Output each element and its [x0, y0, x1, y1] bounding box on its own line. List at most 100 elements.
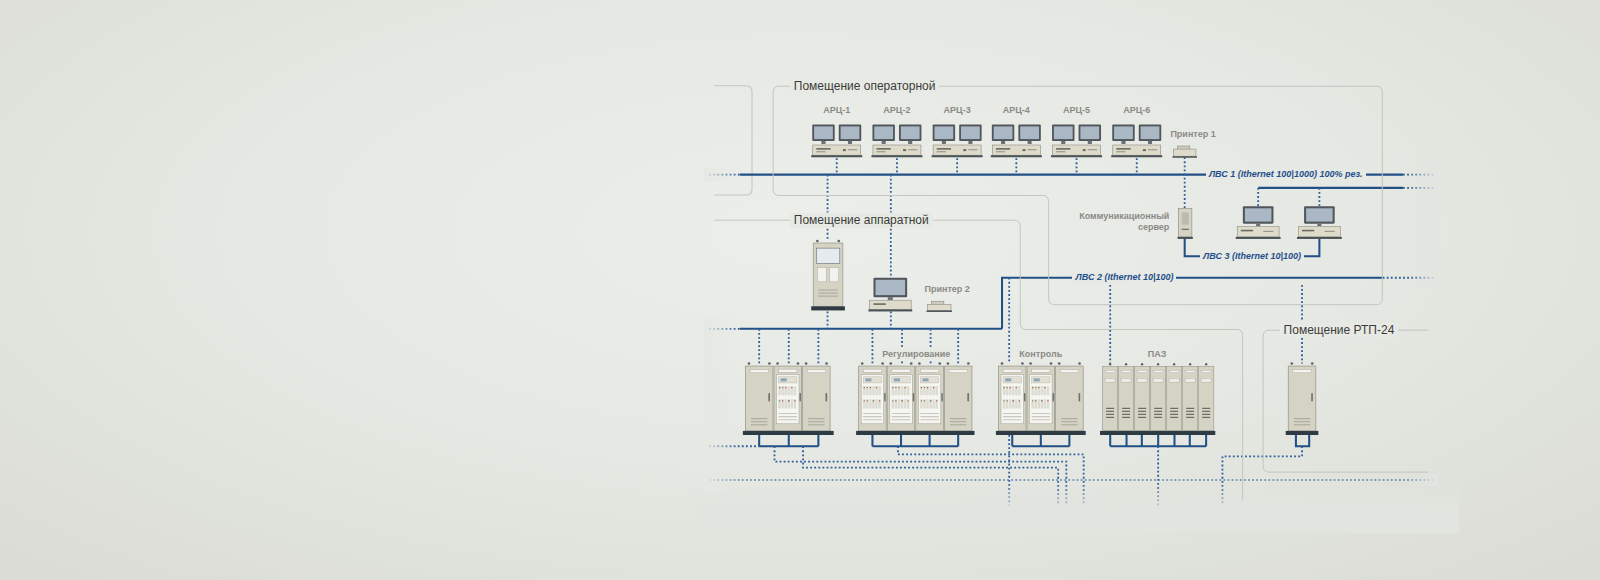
network-label: ЛВС 1 (Ithernet 100|1000) 100% рез.: [1206, 169, 1366, 180]
network-wires-part: [1012, 435, 1069, 446]
network-wires-part: [709, 479, 1433, 481]
engineering-station-part: [869, 300, 911, 309]
cabinets-part: [1027, 362, 1055, 431]
cabinets-part: [944, 362, 972, 431]
network-wires-part: [1296, 435, 1309, 446]
workstations-part: [1111, 125, 1162, 158]
network-wires-part: [1002, 278, 1383, 329]
network-wires-part: [827, 175, 829, 241]
engineering-station-part: [816, 240, 819, 243]
engineering-station-part: [837, 240, 840, 243]
cabinets-part: [859, 362, 887, 431]
room-border: [1263, 330, 1428, 472]
engineering-station-part: [830, 268, 839, 282]
network-wires-part: [1258, 187, 1403, 189]
workstation-label: АРЦ-5: [1063, 105, 1090, 116]
room-region-label: Помещение аппаратной: [790, 213, 933, 227]
cabinet-group-label: Регулирование: [880, 349, 952, 360]
room-region-label: Помещение операторной: [790, 79, 940, 93]
engineering-station-part: [816, 248, 839, 263]
printer-icon-part: [1172, 156, 1196, 158]
engineering-station-part: [813, 243, 843, 306]
workstations-part: [932, 125, 983, 158]
room-border: [714, 221, 1243, 501]
cabinets-part: [998, 362, 1026, 431]
comm-server-label: Коммуникационный сервер: [1069, 211, 1169, 233]
cabinets-part: [1288, 362, 1316, 431]
printer-label: Принтер 2: [924, 284, 969, 295]
workstation: АРЦ-5: [1050, 102, 1103, 160]
cabinet-group-label: ПАЗ: [1146, 349, 1169, 360]
printer-label: Принтер 1: [1170, 129, 1215, 140]
network-wires-part: [759, 435, 818, 446]
workstation: АРЦ-6: [1110, 102, 1163, 160]
workstation-label: АРЦ-1: [823, 105, 850, 116]
server-icon-part: [1179, 208, 1192, 237]
cabinets-part: [887, 362, 915, 431]
edge-fade-part: [1408, 474, 1439, 486]
cabinet-group-label: Контроль: [1017, 349, 1064, 360]
network-wires: [709, 157, 1433, 505]
cabinets-part: [916, 362, 944, 431]
cabinets-part: [1151, 363, 1166, 430]
comm-server: Коммуникационный сервер: [1069, 206, 1196, 241]
printer-icon-part: [927, 310, 953, 312]
engineering-station-part: [873, 278, 907, 297]
cabinets-part: [1134, 363, 1149, 430]
network-wires-part: [1110, 435, 1206, 446]
cabinets-part: [1056, 362, 1084, 431]
workstation: АРЦ-3: [931, 102, 984, 160]
room-region: Помещение РТП-24: [1258, 321, 1434, 484]
cabinet-group: Регулирование: [854, 347, 976, 439]
workstation-label: АРЦ-3: [944, 105, 971, 116]
cabinets-part: [1118, 363, 1133, 430]
printer-icon-part: [1173, 149, 1195, 156]
cabinets-part: [996, 431, 1086, 435]
network-wires-part: [1258, 188, 1319, 206]
network-wires-part: [759, 329, 818, 364]
network-wires-part: [740, 328, 1002, 330]
room-outline: [709, 210, 1250, 506]
cabinet-group: Контроль: [994, 347, 1089, 439]
cabinets-part: [743, 431, 834, 435]
network-wires-part: [1008, 278, 1010, 364]
network-label: ЛВС 2 (Ithernet 10|100): [1072, 272, 1176, 283]
engineering-station-part: [817, 268, 826, 282]
printer-icon-part: [928, 304, 951, 310]
engineering-station-part: [868, 309, 912, 311]
edge-fade-part: [704, 319, 737, 493]
room-border: [773, 86, 1382, 305]
engineering-station-part: [818, 290, 837, 296]
edge-fade-part: [704, 167, 737, 181]
edge-fade-part: [1408, 163, 1439, 286]
edge-fade-part: [694, 482, 1459, 513]
edge-fade: [694, 163, 1459, 533]
workstations-part: [1297, 206, 1342, 239]
cabinets-part: [1167, 363, 1182, 430]
workstation: АРЦ-2: [870, 102, 923, 160]
room-region: Помещение аппаратнойПринтер 2 Регулирован…: [709, 210, 1250, 506]
workstations-part: [1236, 206, 1281, 239]
cabinets-part: [745, 362, 773, 431]
edge-fade-part: [694, 513, 1459, 533]
server-icon-part: [1182, 212, 1189, 224]
network-label: ЛВС 3 (Ithernet 10|100): [1200, 251, 1304, 262]
room-region-label: Помещение РТП-24: [1280, 323, 1399, 337]
engineering-station-part: [873, 303, 885, 305]
network-wires-part: [837, 158, 1137, 174]
cabinets-part: [1100, 431, 1215, 435]
cabinet-group: ПАЗ: [1098, 347, 1218, 439]
workstations-part: [991, 125, 1042, 158]
workstation-label: АРЦ-4: [1003, 105, 1030, 116]
workstation: АРЦ-1: [810, 102, 863, 160]
engineering-station: [811, 240, 912, 312]
workstation: АРЦ-4: [990, 102, 1043, 160]
workstation-label: АРЦ-6: [1123, 105, 1150, 116]
server-icon-part: [1182, 229, 1189, 230]
network-wires-part: [828, 311, 891, 328]
engineering-station-part: [876, 280, 906, 295]
workstations-part: [1051, 125, 1102, 158]
cabinets-part: [1286, 431, 1319, 435]
